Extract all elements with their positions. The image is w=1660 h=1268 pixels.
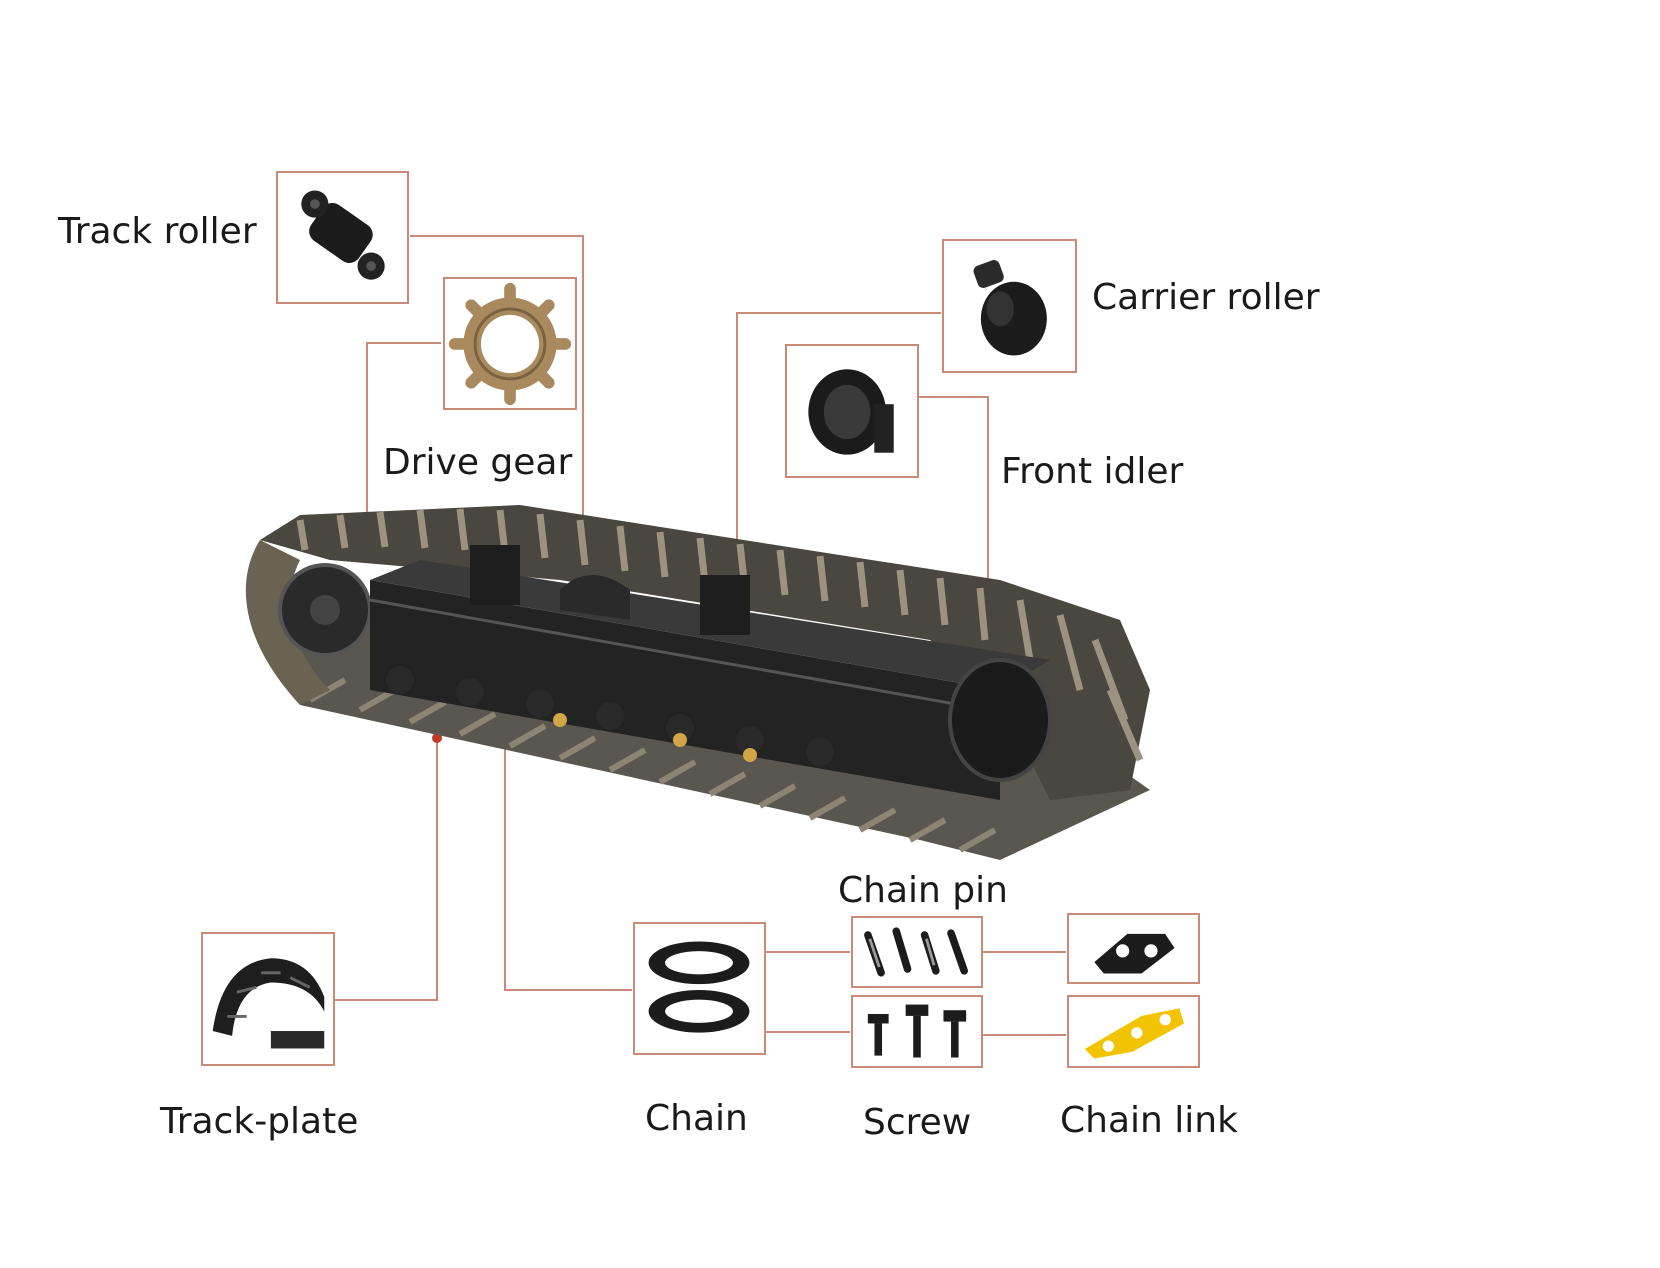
thumbnail-chain-pin bbox=[851, 916, 983, 988]
thumbnail-drive-gear bbox=[443, 277, 577, 410]
carrier-roller-icon bbox=[973, 260, 1047, 356]
pin-icon bbox=[864, 927, 968, 977]
thumbnail-carrier-roller bbox=[942, 239, 1077, 373]
label-track-roller: Track roller bbox=[58, 211, 257, 252]
track-plate-icon bbox=[212, 958, 325, 1049]
thumbnail-chain-link-yellow bbox=[1067, 995, 1200, 1068]
label-chain-pin: Chain pin bbox=[838, 870, 1008, 911]
label-chain: Chain bbox=[645, 1098, 748, 1139]
label-track-plate: Track-plate bbox=[160, 1101, 359, 1142]
idler-wheel-icon bbox=[808, 369, 894, 455]
thumbnail-front-idler bbox=[785, 344, 919, 478]
bolt-icon bbox=[867, 1004, 967, 1058]
label-drive-gear: Drive gear bbox=[383, 442, 573, 483]
gear-icon bbox=[448, 282, 572, 406]
thumbnail-chain bbox=[633, 922, 766, 1055]
track-roller-icon bbox=[301, 190, 385, 280]
chain-link-yellow-icon bbox=[1084, 1008, 1185, 1059]
chain-icon bbox=[648, 941, 750, 1033]
chain-link-icon bbox=[1094, 933, 1175, 974]
label-carrier-roller: Carrier roller bbox=[1092, 277, 1320, 318]
thumbnail-track-plate bbox=[201, 932, 335, 1066]
thumbnail-track-roller bbox=[276, 171, 409, 304]
thumbnail-screw bbox=[851, 995, 983, 1068]
label-screw: Screw bbox=[863, 1102, 972, 1143]
thumbnail-chain-link-black bbox=[1067, 913, 1200, 984]
label-chain-link: Chain link bbox=[1060, 1100, 1238, 1141]
label-front-idler: Front idler bbox=[1001, 451, 1184, 492]
